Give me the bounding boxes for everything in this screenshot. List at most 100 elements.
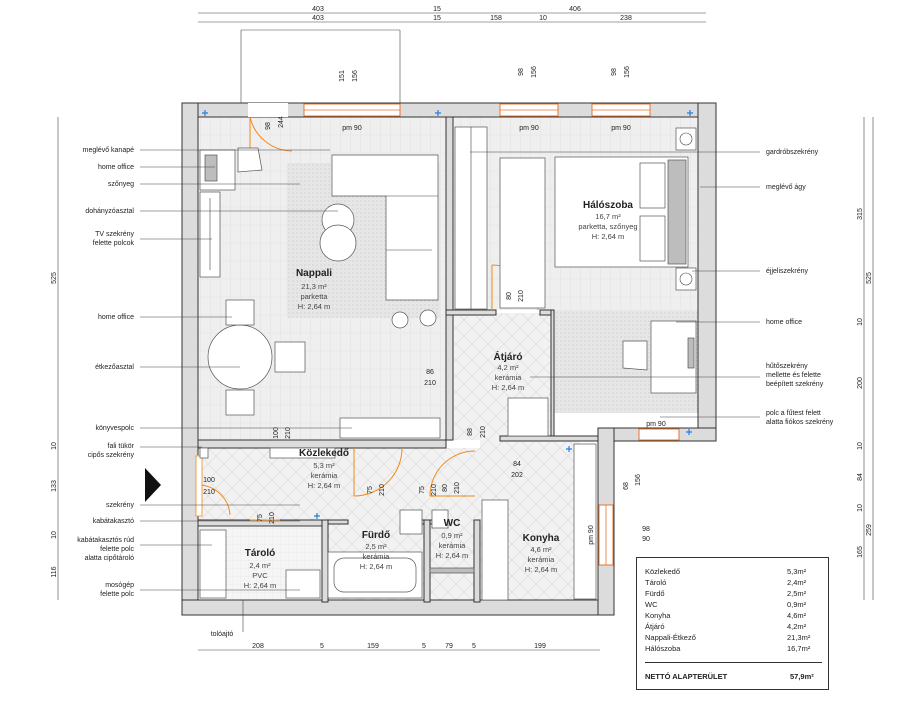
total-label: NETTÓ ALAPTERÜLET xyxy=(645,672,728,681)
dim-text: 165 xyxy=(857,546,864,558)
label-meglevo-kanape: meglévő kanapé xyxy=(83,147,134,154)
room-name: Nappali xyxy=(296,268,332,279)
dim-text: 210 xyxy=(203,489,215,496)
room-name: Közlekedő xyxy=(299,448,349,459)
dim-text: 5 xyxy=(472,643,476,650)
room-tarolo: Tároló 2,4 m² PVC H: 2,64 m xyxy=(244,548,277,590)
table-row: Tároló 2,4m² xyxy=(645,577,825,588)
room-height: H: 2,64 m xyxy=(436,551,469,560)
dim-text: 210 xyxy=(269,512,276,524)
label-home-office-3: home office xyxy=(766,319,802,326)
label-szonyeg: szőnyeg xyxy=(108,181,134,188)
row-value: 2,5m² xyxy=(787,589,807,598)
dim-text: 80 xyxy=(442,484,449,492)
dim-text: 159 xyxy=(367,643,379,650)
dim-text: 98 xyxy=(611,68,618,76)
total-row: NETTÓ ALAPTERÜLET 57,9m² xyxy=(645,672,825,681)
label-ejjeliszekreny: éjjeliszekrény xyxy=(766,268,809,275)
room-area: 16,7 m² xyxy=(595,212,621,221)
room-floor: parketta, szőnyeg xyxy=(578,222,637,231)
room-nappali: Nappali 21,3 m² parketta H: 2,64 m xyxy=(296,268,332,311)
room-area: 4,2 m² xyxy=(497,363,519,372)
socket-icon xyxy=(314,513,320,519)
dim-text: 10 xyxy=(51,531,58,539)
total-value: 57,9m² xyxy=(790,672,814,681)
dim-text: 79 xyxy=(445,643,453,650)
dim-text: 84 xyxy=(513,461,521,468)
label-fali-tukor: fali tükör xyxy=(108,443,135,450)
room-height: H: 2,64 m xyxy=(298,302,331,311)
label-konyvespolc: könyvespolc xyxy=(95,425,134,432)
dim-text: 259 xyxy=(866,524,873,536)
row-value: 0,9m² xyxy=(787,600,807,609)
dim-text: 210 xyxy=(285,427,292,439)
label-alatta-cipotarolo: alatta cipőtároló xyxy=(85,555,135,562)
dim-text: 75 xyxy=(257,514,264,522)
label-polc-futest: polc a fűtest felett xyxy=(766,410,821,417)
table-row: Konyha 4,6m² xyxy=(645,610,825,621)
table-divider xyxy=(645,662,822,663)
label-etkezoasztal: étkezőasztal xyxy=(95,364,134,371)
room-area: 0,9 m² xyxy=(441,531,463,540)
dim-text: 15 xyxy=(433,6,441,13)
dim-text: 156 xyxy=(531,66,538,78)
dim-text: 10 xyxy=(539,15,547,22)
row-value: 5,3m² xyxy=(787,567,807,576)
room-furdo: Fürdő 2,5 m² kerámia H: 2,64 m xyxy=(360,530,393,571)
dim-text: 525 xyxy=(51,272,58,284)
label-hutoszekreny: hűtőszekrény xyxy=(766,363,808,370)
socket-icon xyxy=(686,429,692,435)
table-row: Átjáró 4,2m² xyxy=(645,621,825,632)
row-name: Hálószoba xyxy=(645,644,681,653)
label-felette-polcok: felette polcok xyxy=(93,240,135,247)
area-summary-table: Közlekedő 5,3m² Tároló 2,4m² Fürdő 2,5m²… xyxy=(636,557,829,690)
label-toloajto: tolóajtó xyxy=(211,631,234,638)
dim-text: 199 xyxy=(534,643,546,650)
dim-text: 15 xyxy=(433,15,441,22)
pm-label: pm 90 xyxy=(611,125,631,132)
room-floor: kerámia xyxy=(495,373,523,382)
label-felette-polc-2: felette polc xyxy=(100,591,134,598)
room-floor: kerámia xyxy=(363,552,391,561)
dim-text: 98 xyxy=(265,122,272,130)
room-name: Tároló xyxy=(245,548,276,559)
room-name: Fürdő xyxy=(362,530,390,541)
dim-text: 210 xyxy=(431,484,438,496)
dim-text: 156 xyxy=(624,66,631,78)
pm-label: pm 90 xyxy=(519,125,539,132)
dim-text: 10 xyxy=(857,318,864,326)
row-name: Konyha xyxy=(645,611,671,620)
room-area: 2,4 m² xyxy=(249,561,271,570)
dim-text: 84 xyxy=(857,473,864,481)
room-height: H: 2,64 m xyxy=(244,581,277,590)
socket-icon xyxy=(687,110,693,116)
doors xyxy=(195,103,539,521)
room-floor: PVC xyxy=(252,571,268,580)
label-kabatakasztos-rud: kabátakasztós rúd xyxy=(77,537,134,544)
label-cipos-szekreny: cipős szekrény xyxy=(88,452,135,459)
label-felette-polc: felette polc xyxy=(100,546,134,553)
dim-text: 406 xyxy=(569,6,581,13)
dim-text: 210 xyxy=(424,380,436,387)
room-area: 5,3 m² xyxy=(313,461,335,470)
dim-text: 156 xyxy=(635,474,642,486)
dim-text: 10 xyxy=(51,442,58,450)
row-name: Átjáró xyxy=(645,622,665,631)
room-area: 2,5 m² xyxy=(365,542,387,551)
room-floor: kerámia xyxy=(439,541,467,550)
dim-text: 5 xyxy=(320,643,324,650)
row-name: Tároló xyxy=(645,578,667,587)
dim-text: 200 xyxy=(857,377,864,389)
leader-labels-left: meglévő kanapé home office szőnyeg dohán… xyxy=(77,147,352,638)
row-name: Nappali-Étkező xyxy=(645,633,696,642)
furniture xyxy=(199,126,697,601)
dim-text: 403 xyxy=(312,6,324,13)
dim-text: 133 xyxy=(51,480,58,492)
label-dohanyzoasztal: dohányzóasztal xyxy=(85,208,134,215)
pm-label: pm 90 xyxy=(646,421,666,428)
socket-icon xyxy=(435,110,441,116)
room-name: WC xyxy=(444,518,461,529)
dim-text: 5 xyxy=(422,643,426,650)
row-value: 2,4m² xyxy=(787,578,807,587)
